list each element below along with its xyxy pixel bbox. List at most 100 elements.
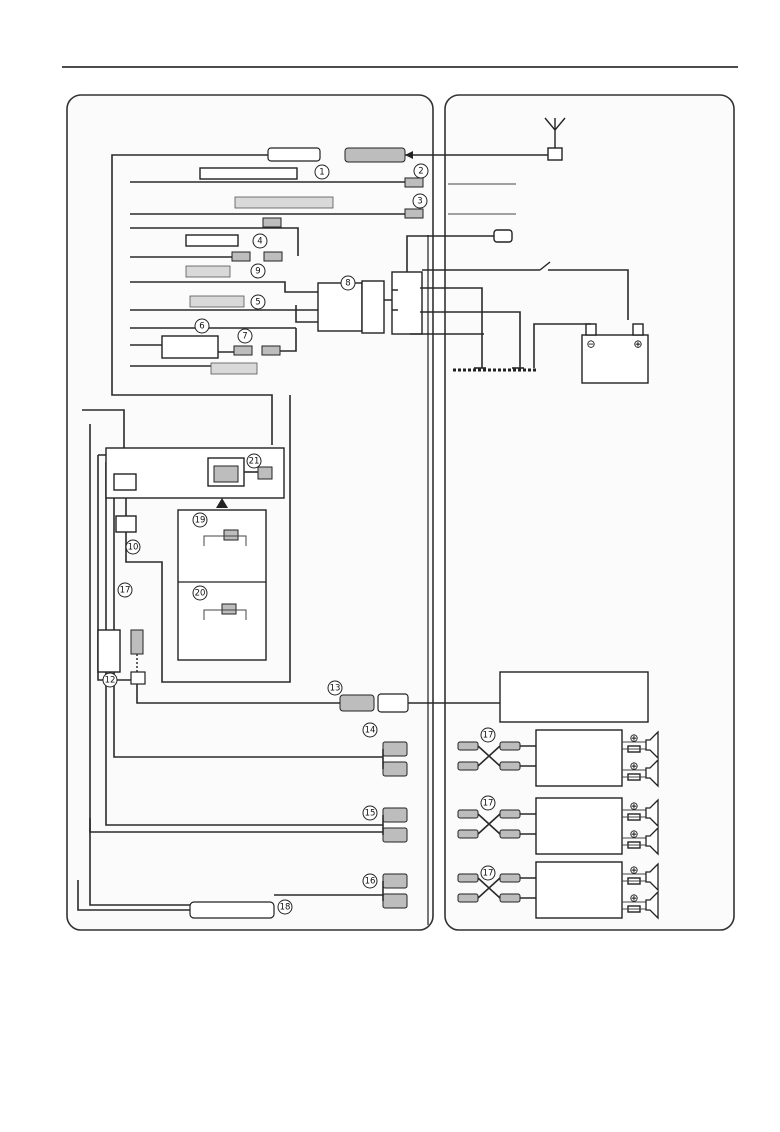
- callout-circle: [480, 795, 496, 811]
- wire-10: [125, 395, 291, 683]
- connector-4c: [263, 251, 283, 262]
- socket-plug: [257, 466, 273, 480]
- callout-c2: 2: [413, 163, 429, 179]
- callout-number: 5: [255, 298, 260, 308]
- callout-number: 1: [319, 168, 324, 178]
- long-wire-d: [113, 470, 383, 758]
- callout-number: 19: [195, 516, 206, 526]
- callout-c5: 5: [250, 294, 266, 310]
- amplifier: [535, 797, 623, 855]
- rca-plug: [499, 761, 521, 771]
- callout-circle: [194, 318, 210, 334]
- callout-circle: [277, 899, 293, 915]
- callout-c20: 20: [192, 585, 208, 601]
- callout-c12: 12: [102, 672, 118, 688]
- callout-circle: [412, 193, 428, 209]
- callout-c18: 18: [277, 899, 293, 915]
- connector-17-lower: [130, 671, 146, 685]
- callout-c8: 8: [340, 275, 356, 291]
- connector-7a: [233, 345, 253, 356]
- antenna-arrow: [405, 151, 413, 159]
- wire-4: [130, 227, 299, 258]
- antenna-base: [547, 147, 563, 161]
- fuse-holder: [493, 229, 513, 243]
- callout-number: 7: [242, 332, 247, 342]
- callout-circle: [250, 263, 266, 279]
- rca-plug: [457, 741, 479, 751]
- callout-c6: 6: [194, 318, 210, 334]
- connector-17-upper: [130, 629, 144, 655]
- rca-plug: [499, 873, 521, 883]
- callout-c16: 16: [362, 873, 378, 889]
- callout-number: 21: [249, 457, 260, 467]
- callout-c14: 14: [362, 722, 378, 738]
- amplifier: [535, 861, 623, 919]
- amp-block-2: ⊕⊕: [457, 797, 659, 856]
- callout-c17a: 17: [480, 727, 496, 743]
- wire-7-out: [280, 328, 297, 352]
- callout-c21: 21: [246, 453, 262, 469]
- speaker-wire: [622, 809, 646, 818]
- callout-number: 9: [255, 267, 260, 277]
- connector-4b: [231, 251, 251, 262]
- callout-number: 6: [199, 322, 204, 332]
- callout-circle: [480, 727, 496, 743]
- display-socket-grey: [213, 465, 239, 483]
- speaker-wire: [622, 741, 646, 750]
- antenna-lead-connector: [267, 147, 321, 162]
- label-bar-9: [185, 265, 231, 278]
- callout-circle: [192, 512, 208, 528]
- label-bar-7: [210, 362, 258, 375]
- speaker-icon: [645, 890, 659, 920]
- rca-plug: [457, 761, 479, 771]
- ignition-wire: [422, 269, 629, 320]
- callout-number: 3: [417, 197, 422, 207]
- connector-7b: [261, 345, 281, 356]
- antenna-plug: [344, 147, 406, 163]
- connector-3: [404, 208, 424, 219]
- label-bar-2: [234, 196, 334, 209]
- rca-14a: [382, 741, 408, 757]
- callout-circle: [480, 865, 496, 881]
- wire-15-lead: [89, 818, 383, 833]
- power-connector: [391, 271, 423, 335]
- callout-c15: 15: [362, 805, 378, 821]
- dip-switch-19: [223, 529, 239, 541]
- speaker-icon: [645, 862, 659, 892]
- rca-15b: [382, 827, 408, 843]
- dip-switch-19-bracket: [203, 535, 247, 546]
- battery-plus-symbol: ⊕: [633, 338, 642, 351]
- module-6: [161, 335, 219, 359]
- battery-terminal-pos: [632, 323, 644, 336]
- rca-plug: [499, 809, 521, 819]
- main-connector-8-body: [361, 280, 385, 334]
- callout-number: 2: [418, 167, 423, 177]
- callout-number: 4: [257, 237, 262, 247]
- rca-cross-wire: [477, 813, 536, 835]
- callout-c17b: 17: [480, 795, 496, 811]
- battery: [581, 334, 649, 384]
- callout-number: 17: [120, 586, 131, 596]
- switch-panel: [177, 509, 267, 661]
- connector-13a: [339, 694, 375, 712]
- external-unit: [499, 671, 649, 723]
- callout-c1: 1: [314, 164, 330, 180]
- rca-plug: [457, 809, 479, 819]
- long-wire-c: [105, 462, 383, 826]
- callout-c19: 19: [192, 512, 208, 528]
- main-connector-leads: [130, 305, 318, 329]
- callout-c3: 3: [412, 193, 428, 209]
- rca-plug: [457, 873, 479, 883]
- callout-circle: [117, 582, 133, 598]
- callout-c9: 9: [250, 263, 266, 279]
- speaker-wire: [622, 901, 646, 910]
- speaker-plus-terminal: ⊕: [629, 760, 638, 773]
- callout-circle: [246, 453, 262, 469]
- wire-13-elbow: [136, 684, 145, 704]
- rca-14b: [382, 761, 408, 777]
- callout-number: 16: [365, 877, 376, 887]
- callout-c7: 7: [237, 328, 253, 344]
- callout-c17c: 17: [480, 865, 496, 881]
